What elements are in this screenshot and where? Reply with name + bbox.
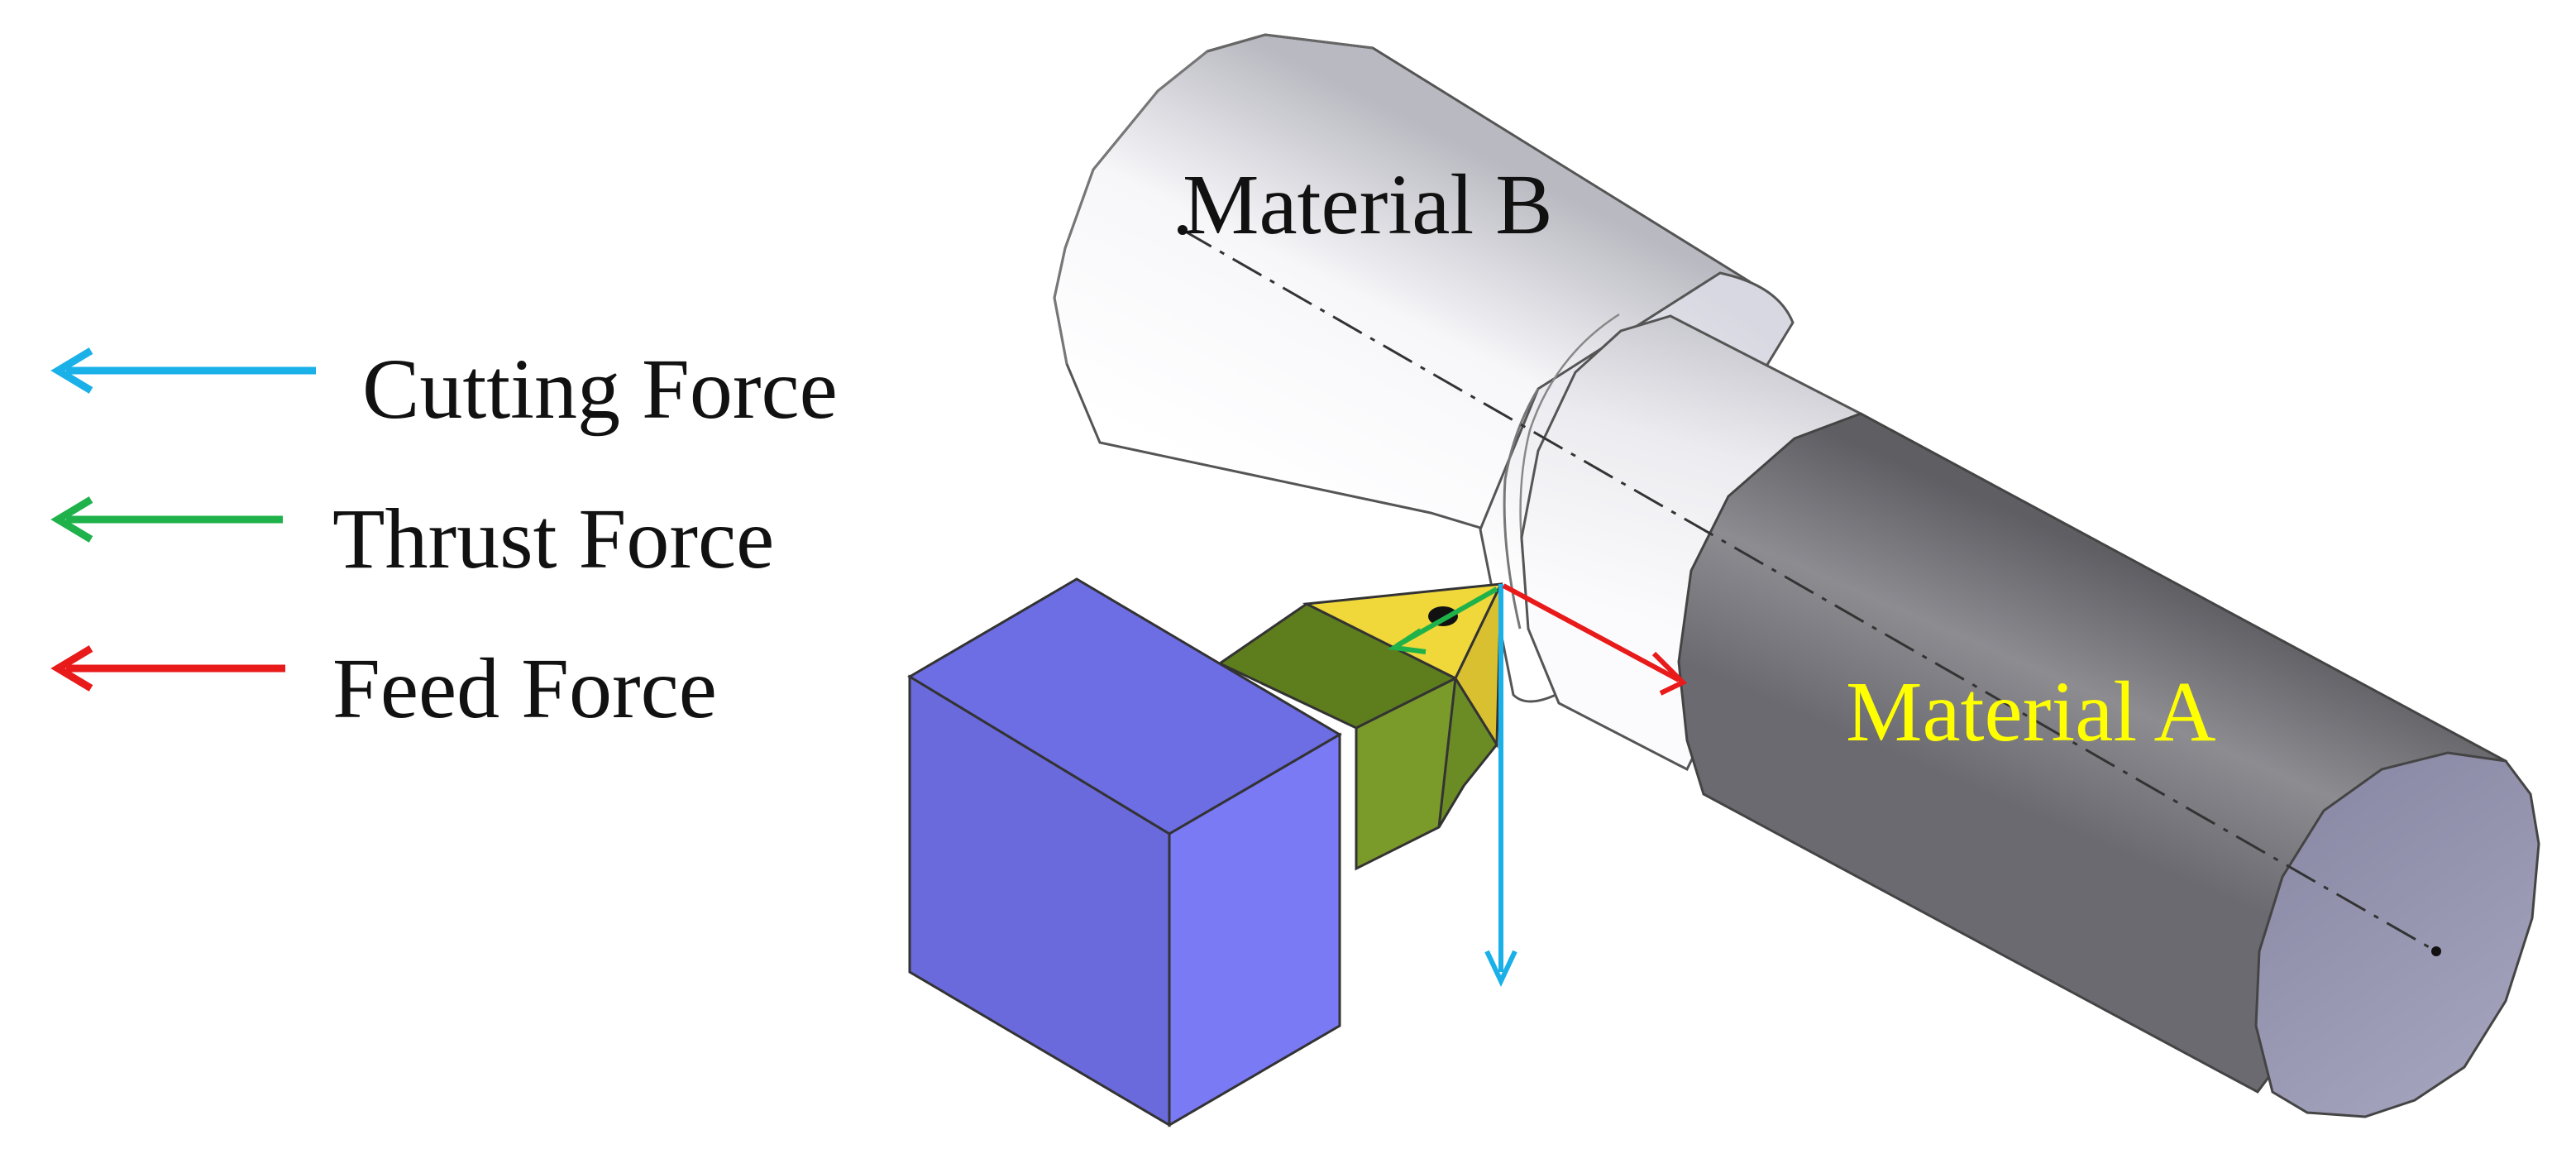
- material-a-label: Material A: [1846, 664, 2216, 759]
- center-point-a: [2431, 946, 2441, 956]
- legend-cutting-force-label: Cutting Force: [362, 342, 838, 437]
- force-legend: Cutting Force Thrust Force Feed Force: [50, 342, 838, 736]
- center-axis-line: [1182, 228, 2437, 953]
- cutting-insert: [1302, 582, 1503, 749]
- force-arrows: [1387, 583, 1688, 988]
- thrust-force-arrowhead: [1387, 628, 1427, 654]
- legend-item-thrust-force: Thrust Force: [50, 491, 774, 586]
- legend-item-feed-force: Feed Force: [50, 641, 717, 736]
- legend-item-cutting-force: Cutting Force: [50, 342, 838, 437]
- material-b-label: Material B: [1183, 157, 1553, 252]
- center-point-b: [1178, 225, 1188, 235]
- legend-thrust-force-label: Thrust Force: [332, 491, 774, 586]
- legend-feed-force-arrowhead: [50, 645, 93, 692]
- tool-shank: [1216, 602, 1498, 871]
- legend-feed-force-label: Feed Force: [332, 641, 717, 736]
- tool-holder-block: [907, 577, 1342, 1128]
- material-a-cylinder: [1677, 412, 2540, 1118]
- legend-thrust-force-arrowhead: [50, 496, 93, 543]
- legend-cutting-force-arrowhead: [50, 347, 93, 394]
- cutting-force-arrowhead: [1484, 950, 1517, 988]
- feed-force-arrowhead: [1651, 651, 1688, 696]
- feed-force-arrow: [1502, 583, 1680, 682]
